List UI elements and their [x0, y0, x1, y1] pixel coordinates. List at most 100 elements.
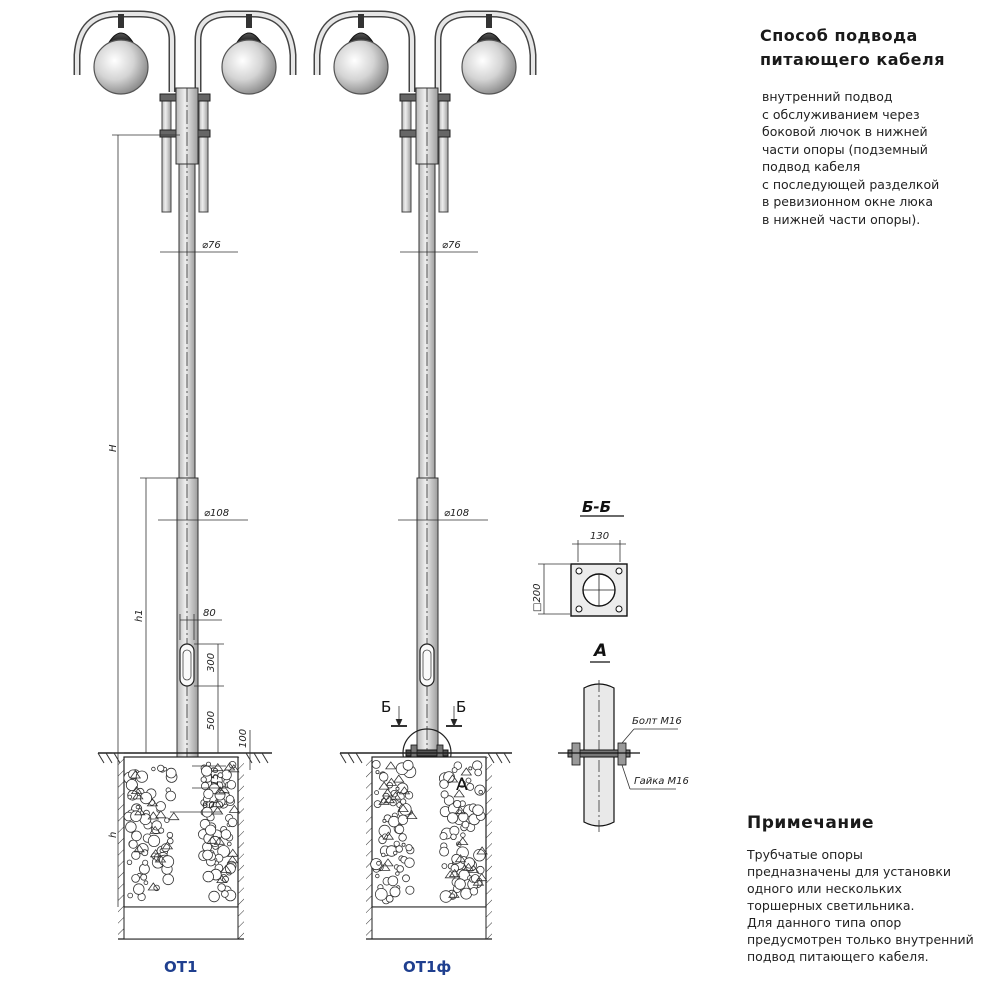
- gravel-stone: [395, 871, 400, 876]
- gravel-stone: [128, 839, 138, 849]
- gravel-stone: [465, 777, 472, 784]
- gravel-stone: [203, 788, 214, 800]
- gravel-stone: [398, 833, 407, 842]
- gravel-stone: [133, 883, 145, 895]
- gravel-stone: [131, 850, 141, 860]
- gravel-stone: [460, 832, 466, 838]
- note-line: предназначены для установки: [747, 864, 952, 879]
- gravel-stone: [157, 764, 165, 772]
- gravel-stone: [162, 873, 174, 886]
- gravel-stone: [402, 874, 410, 883]
- gravel-stone: [131, 830, 142, 842]
- model-label-ot1: ОТ1: [164, 958, 198, 976]
- cable-method-title-line-1: Способ подвода: [760, 26, 918, 45]
- gravel-chip: [378, 796, 390, 805]
- gravel-chip: [149, 825, 161, 834]
- gravel-chip: [161, 841, 174, 850]
- gravel-stone: [468, 766, 473, 771]
- gravel-fill: [123, 760, 241, 903]
- gravel-stone: [453, 800, 462, 809]
- dimension-lines-ot1f: [391, 251, 488, 728]
- gravel-chip: [383, 795, 396, 804]
- bolt-label: Болт М16: [632, 716, 682, 727]
- gravel-stone: [395, 845, 403, 853]
- note-line: торшерных светильника.: [747, 898, 915, 913]
- cable-method-title-line-2: питающего кабеля: [760, 50, 946, 69]
- gravel-stone: [440, 790, 449, 799]
- gravel-stone: [205, 824, 217, 836]
- gravel-chip: [210, 799, 223, 808]
- detail-a-label: А: [592, 641, 607, 661]
- section-bb-width-label: 130: [590, 531, 609, 542]
- gravel-stone: [385, 894, 394, 903]
- gravel-stone: [450, 833, 457, 840]
- section-bb-label: Б-Б: [582, 498, 611, 516]
- cable-method-line: боковой лючок в нижней: [762, 124, 928, 139]
- gravel-chip: [212, 763, 224, 772]
- gravel-stone: [141, 849, 149, 857]
- gravel-stone: [451, 767, 458, 773]
- dim-h1-label: h1: [134, 609, 145, 622]
- dim-500-label: 500: [206, 711, 217, 730]
- cable-method-line: в нижней части опоры).: [762, 211, 921, 227]
- gravel-stone: [167, 837, 174, 845]
- gravel-chip: [397, 803, 409, 812]
- gravel-stone: [439, 779, 449, 789]
- gravel-stone: [404, 791, 414, 800]
- gravel-stone: [151, 766, 156, 772]
- lamp-globe-right: [461, 14, 517, 95]
- gravel-chip: [227, 848, 239, 857]
- gravel-chip: [453, 789, 465, 798]
- gravel-stone: [472, 804, 484, 816]
- gravel-stone: [393, 850, 398, 856]
- gravel-stone: [165, 767, 177, 779]
- gravel-stone: [450, 863, 459, 873]
- gravel-stone: [127, 794, 133, 800]
- gravel-stone: [215, 801, 223, 809]
- gravel-stone: [135, 804, 141, 810]
- gravel-stone: [394, 824, 405, 835]
- gravel-chip: [385, 777, 398, 786]
- gravel-stone: [164, 817, 170, 823]
- gravel-stone: [439, 832, 448, 841]
- gravel-stone: [396, 865, 404, 873]
- gravel-chip: [213, 836, 226, 845]
- gravel-stone: [474, 768, 483, 777]
- gravel-stone: [472, 760, 483, 771]
- gravel-stone: [224, 863, 236, 874]
- dim-300-label: 300: [206, 653, 217, 672]
- gravel-stone: [130, 810, 142, 822]
- gravel-stone: [226, 780, 237, 790]
- lamp-globe-left: [333, 14, 389, 95]
- gravel-stone: [402, 759, 414, 771]
- gravel-stone: [454, 878, 466, 890]
- lamp-globe-left: [93, 14, 149, 95]
- gravel-chip: [476, 846, 488, 855]
- cable-method-line: внутренний подвод: [762, 89, 893, 104]
- gravel-chip: [448, 889, 460, 898]
- note-line: Трубчатые опоры: [747, 847, 863, 862]
- foundation-ot1: [97, 752, 272, 940]
- gravel-stone: [374, 790, 380, 795]
- gravel-chip: [155, 810, 167, 819]
- lamp-globe-right: [221, 14, 277, 95]
- gravel-stone: [217, 772, 224, 779]
- gravel-chip: [147, 882, 160, 891]
- gravel-stone: [227, 841, 232, 847]
- gravel-stone: [371, 760, 381, 769]
- gravel-stone: [165, 790, 177, 802]
- gravel-chip: [216, 874, 228, 883]
- detail-a-view: А Болт М16 Гайка М16: [558, 641, 689, 832]
- model-label-ot1f: ОТ1ф: [403, 958, 452, 976]
- foundation-ot1f: [339, 752, 512, 940]
- gravel-chip: [398, 786, 411, 795]
- dim-80-label: 80: [203, 608, 216, 619]
- gravel-stone: [376, 860, 382, 866]
- gravel-chip: [382, 831, 395, 840]
- gravel-stone: [374, 887, 388, 901]
- gravel-chip: [211, 806, 224, 815]
- gravel-chip: [472, 877, 485, 886]
- gravel-stone: [469, 887, 479, 896]
- gravel-stone: [147, 834, 161, 848]
- section-bb-plate-label: □200: [532, 583, 543, 612]
